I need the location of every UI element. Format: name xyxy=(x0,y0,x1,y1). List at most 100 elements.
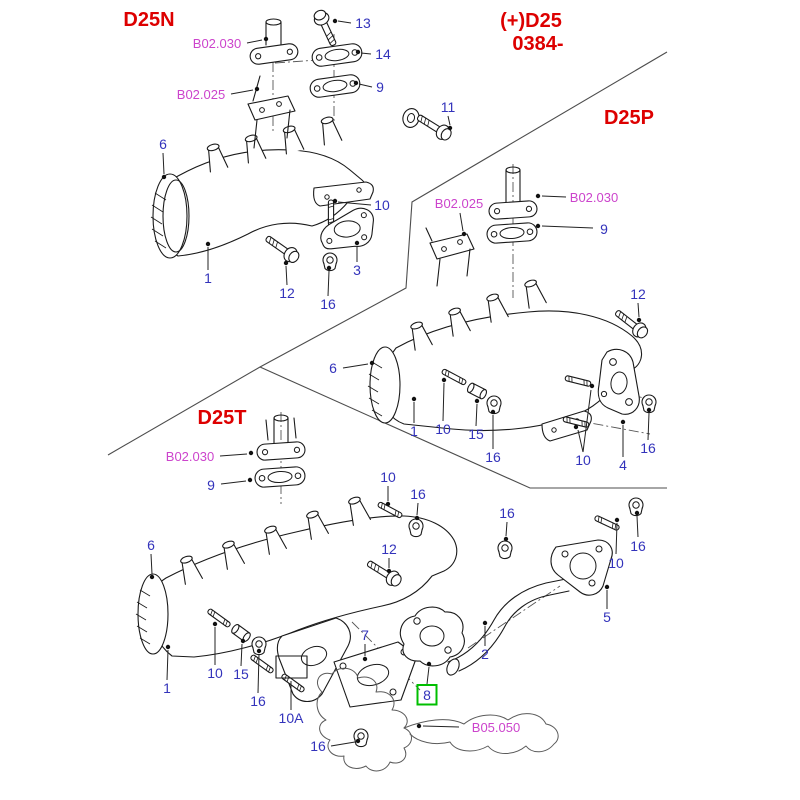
bolt-13 xyxy=(310,7,342,49)
callout-2[interactable]: 2 xyxy=(481,646,489,662)
callout-1[interactable]: 1 xyxy=(163,680,171,696)
leader-dot xyxy=(426,661,432,667)
part-ref-b02-030[interactable]: B02.030 xyxy=(193,36,241,51)
leader-line xyxy=(447,115,451,126)
inlet-flange xyxy=(369,346,401,424)
callout-12[interactable]: 12 xyxy=(279,285,295,301)
callout-15[interactable]: 15 xyxy=(468,426,484,442)
callout-10[interactable]: 10 xyxy=(608,555,624,571)
callout-10a[interactable]: 10A xyxy=(279,710,305,726)
bracket-7 xyxy=(333,641,418,708)
gasket-8 xyxy=(399,606,465,667)
leader-line xyxy=(162,152,165,175)
callout-9[interactable]: 9 xyxy=(376,79,384,95)
gasket-plate-4 xyxy=(597,348,640,415)
leader-dot xyxy=(355,738,361,744)
leader-line xyxy=(330,741,356,747)
callout-16[interactable]: 16 xyxy=(630,538,646,554)
leader-dot xyxy=(332,198,338,204)
pipe-b02-030 xyxy=(487,166,539,221)
nut-16 xyxy=(497,540,513,560)
leader-line xyxy=(582,389,592,453)
stud-10 xyxy=(593,514,621,532)
leader-line xyxy=(416,502,419,516)
callout-16[interactable]: 16 xyxy=(410,486,426,502)
nut-16 xyxy=(353,728,369,748)
centerline xyxy=(557,416,651,435)
leader-line xyxy=(257,653,260,694)
callout-16[interactable]: 16 xyxy=(250,693,266,709)
leader-line xyxy=(541,195,567,198)
leader-line xyxy=(577,429,584,453)
leader-line xyxy=(342,363,369,369)
callout-1[interactable]: 1 xyxy=(204,270,212,286)
callout-6[interactable]: 6 xyxy=(147,537,155,553)
callout-16[interactable]: 16 xyxy=(310,738,326,754)
callout-13[interactable]: 13 xyxy=(355,15,371,31)
pipe-b02-030 xyxy=(248,18,300,66)
callout-10[interactable]: 10 xyxy=(435,421,451,437)
part-ref-b02-025[interactable]: B02.025 xyxy=(435,196,483,211)
callout-12[interactable]: 12 xyxy=(381,541,397,557)
divider-d25p-d25t-boundary xyxy=(259,366,667,489)
callout-10[interactable]: 10 xyxy=(380,469,396,485)
bracket-b02-025 xyxy=(247,75,296,149)
callout-10[interactable]: 10 xyxy=(374,197,390,213)
callout-16[interactable]: 16 xyxy=(485,449,501,465)
leader-dot xyxy=(490,409,496,415)
callout-16[interactable]: 16 xyxy=(499,505,515,521)
leader-line xyxy=(636,515,639,538)
leader-line xyxy=(422,725,460,728)
part-ref-b02-025[interactable]: B02.025 xyxy=(177,87,225,102)
part-ref-b05-050[interactable]: B05.050 xyxy=(472,720,520,735)
inlet-flange xyxy=(137,573,169,655)
callout-1[interactable]: 1 xyxy=(410,423,418,439)
callout-10[interactable]: 10 xyxy=(207,665,223,681)
callout-9[interactable]: 9 xyxy=(207,477,215,493)
gasket-14 xyxy=(310,42,364,68)
leader-dot xyxy=(589,383,595,389)
flange-hatching xyxy=(150,192,167,249)
part-ref-b02-030[interactable]: B02.030 xyxy=(570,190,618,205)
leader-dot xyxy=(634,510,640,516)
labels-layer: D25N(+)D250384-D25PD25TB02.030B02.025B02… xyxy=(123,9,656,754)
leader-dot xyxy=(447,125,453,131)
bolt-11 xyxy=(413,109,455,144)
callout-16[interactable]: 16 xyxy=(320,296,336,312)
leader-dot xyxy=(604,584,610,590)
leader-dot xyxy=(355,49,361,55)
leader-dot xyxy=(386,568,392,574)
callout-11[interactable]: 11 xyxy=(441,99,456,115)
callout-10[interactable]: 10 xyxy=(575,452,591,468)
callout-6[interactable]: 6 xyxy=(329,360,337,376)
bolt-12 xyxy=(261,231,303,267)
title-d25n: D25N xyxy=(123,9,174,31)
callout-8[interactable]: 8 xyxy=(423,687,431,703)
leader-line xyxy=(360,52,372,55)
callout-16[interactable]: 16 xyxy=(640,440,656,456)
part-ref-b02-030[interactable]: B02.030 xyxy=(166,449,214,464)
leader-dot xyxy=(646,407,652,413)
callout-9[interactable]: 9 xyxy=(600,221,608,237)
leader-dot xyxy=(614,517,620,523)
callout-12[interactable]: 12 xyxy=(630,286,646,302)
highlight-box xyxy=(416,684,438,706)
title-0384: 0384- xyxy=(512,33,563,55)
leader-dot xyxy=(205,241,211,247)
callout-7[interactable]: 7 xyxy=(361,627,369,643)
leader-dot xyxy=(441,377,447,383)
leader-line xyxy=(230,89,254,95)
callout-4[interactable]: 4 xyxy=(619,457,627,473)
title-d25t: D25T xyxy=(198,407,247,429)
callout-3[interactable]: 3 xyxy=(353,262,361,278)
leader-line xyxy=(337,20,352,24)
callout-6[interactable]: 6 xyxy=(159,136,167,152)
leader-dot xyxy=(354,240,360,246)
leader-line xyxy=(442,382,445,422)
callout-5[interactable]: 5 xyxy=(603,609,611,625)
callout-14[interactable]: 14 xyxy=(375,46,391,62)
leader-dot xyxy=(461,231,467,237)
leader-line xyxy=(150,553,153,575)
callout-15[interactable]: 15 xyxy=(233,666,249,682)
